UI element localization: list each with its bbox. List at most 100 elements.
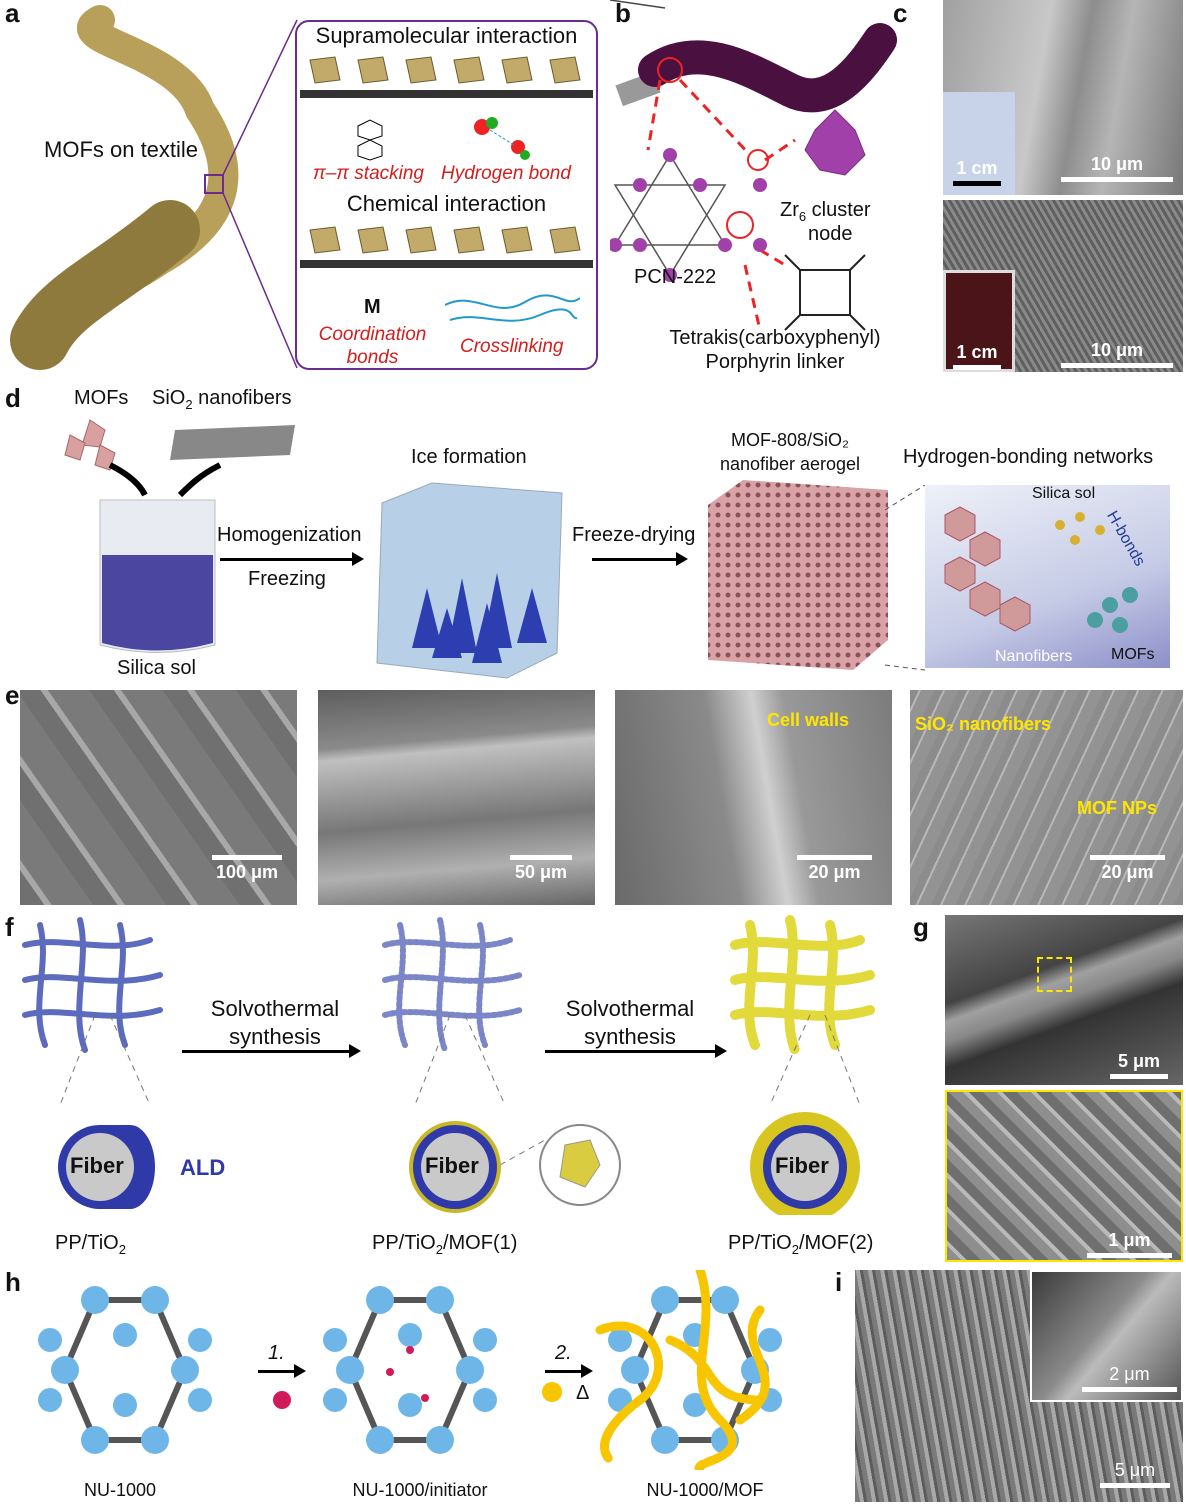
scale-100um-text: 100 μm — [215, 862, 279, 882]
sem-image-coated-fiber: 1 cm 10 μm — [943, 200, 1183, 372]
homogenization-label: Homogenization — [217, 524, 362, 546]
chemical-diagram — [300, 226, 593, 268]
scale-bar-20um-b: 20 μm — [1090, 855, 1165, 883]
pp-tio2-label: PP/TiO2 — [55, 1232, 126, 1257]
hydrogen-bond-label: Hydrogen bond — [441, 163, 571, 184]
scale-um-text-2: 10 μm — [1090, 340, 1144, 360]
fabric-photo-inset — [943, 92, 1015, 195]
beaker-illustration — [64, 419, 295, 653]
sem-aerogel-50um: 50 μm — [318, 690, 595, 905]
scale-5um-g-text: 5 μm — [1117, 1051, 1161, 1071]
scale-2um-text: 2 μm — [1109, 1364, 1150, 1384]
ice-formation-label: Ice formation — [411, 446, 527, 468]
pi-pi-stacking-label: π–π stacking — [313, 163, 425, 184]
pp-tio2-mof2-label: PP/TiO2/MOF(2) — [728, 1232, 873, 1257]
homogenization-arrow — [220, 552, 364, 566]
scale-5um-i-text: 5 μm — [1114, 1460, 1156, 1480]
sem-aerogel-100um: 100 μm — [20, 690, 297, 905]
solvo1-line1: Solvothermal — [210, 996, 340, 1021]
nu1000-initiator-label: NU-1000/initiator — [352, 1480, 488, 1500]
panel-h-label: h — [5, 1267, 21, 1297]
inset-mof-stack — [944, 506, 1031, 632]
node-label: node — [808, 223, 853, 245]
mofs-label: MOFs — [74, 387, 129, 409]
scale-um-text: 10 μm — [1090, 154, 1144, 174]
ald-label: ALD — [180, 1155, 226, 1180]
scale-bar-2um: 2 μm — [1082, 1364, 1177, 1392]
crosslinking-icon — [445, 294, 580, 322]
porphyrin-linker-label: Tetrakis(carboxyphenyl)Porphyrin linker — [660, 326, 890, 374]
cell-walls-label: Cell walls — [767, 710, 850, 730]
hbond-molecule-icon — [474, 117, 530, 160]
scale-bar-cm: 1 cm — [953, 158, 1001, 186]
sem-nu1000-rods: 2 μm 5 μm — [855, 1270, 1183, 1502]
scale-bar-20um-a: 20 μm — [797, 855, 872, 883]
sio2-nanofibers-annotation: SiO₂ nanofibers — [915, 714, 1052, 734]
solvo2-line1: Solvothermal — [565, 996, 695, 1021]
step2-arrow — [545, 1364, 593, 1378]
inset-silica-sol-label: Silica sol — [1032, 485, 1096, 502]
zr-text: Zr — [780, 199, 799, 221]
solvo1-line2: synthesis — [229, 1024, 321, 1049]
scale-bar-cm-2: 1 cm — [953, 342, 1001, 370]
mof1-suffix: /MOF(1) — [442, 1232, 518, 1254]
mofs-on-textile-label: MOFs on textile — [44, 137, 199, 162]
metal-center-label: M — [364, 296, 381, 318]
coated-fabric-photo-inset — [943, 270, 1015, 372]
freeze-drying-arrow — [592, 552, 688, 566]
zr6-cluster-label: Zr6 cluster — [780, 199, 871, 224]
solvothermal-label-1: Solvothermal synthesis — [190, 995, 360, 1051]
mof-textile-illustration — [10, 5, 298, 370]
pp-tio-sub: 2 — [118, 1242, 126, 1257]
nu1000-mof-label: NU-1000/MOF — [646, 1480, 764, 1500]
panel-b-label: b — [615, 0, 631, 28]
pcn222-fiber-illustration — [610, 0, 897, 331]
sio-subscript: 2 — [185, 397, 193, 412]
fiber-label-2: Fiber — [425, 1153, 479, 1178]
scale-bar-50um: 50 μm — [510, 855, 572, 883]
panel-c-label: c — [893, 0, 908, 28]
freeze-drying-label: Freeze-drying — [572, 524, 696, 546]
pcn222-label: PCN-222 — [634, 266, 717, 288]
mof1-tio-text: PP/TiO — [372, 1232, 436, 1254]
scale-50um-text: 50 μm — [514, 862, 568, 882]
panel-f-label: f — [5, 912, 14, 942]
scale-bar-1um-g: 1 μm — [1087, 1230, 1172, 1258]
supramolecular-diagram — [300, 56, 593, 98]
linker-line1: Tetrakis(carboxyphenyl) — [669, 327, 881, 349]
fiber-label-1: Fiber — [70, 1153, 124, 1178]
freezing-label: Freezing — [248, 568, 326, 590]
zoom-region-box — [1037, 957, 1072, 992]
hbond-network-inset: Silica sol H-bonds Nanofibers MOFs — [925, 485, 1170, 668]
scale-bar-5um-g: 5 μm — [1110, 1051, 1168, 1079]
panel-g-label: g — [913, 912, 929, 942]
synthesis-arrow-2 — [545, 1044, 727, 1058]
cluster-text: cluster — [806, 199, 871, 221]
step1-arrow — [258, 1364, 306, 1378]
sem-inset-high-mag: 2 μm — [1030, 1270, 1183, 1402]
hydrogen-bonding-networks-label: Hydrogen-bonding networks — [903, 446, 1154, 468]
pp-tio-text: PP/TiO — [55, 1232, 119, 1254]
linker-line2: Porphyrin linker — [705, 351, 845, 373]
heat-delta-label: Δ — [576, 1382, 590, 1404]
crosslinking-label: Crosslinking — [460, 336, 564, 357]
solvo2-line2: synthesis — [584, 1024, 676, 1049]
silica-sol-label: Silica sol — [117, 657, 196, 679]
pi-stacking-icon — [357, 119, 383, 161]
scale-20um-a-text: 20 μm — [808, 862, 861, 882]
mof2-suffix: /MOF(2) — [798, 1232, 874, 1254]
panel-d-label: d — [5, 383, 21, 413]
sem-aerogel-nanofibers: SiO₂ nanofibers MOF NPs 20 μm — [910, 690, 1183, 905]
panel-i-label: i — [835, 1267, 843, 1297]
mof2-tio-text: PP/TiO — [728, 1232, 792, 1254]
coordination-line2: bonds — [346, 347, 399, 368]
pp-tio2-mof1-label: PP/TiO2/MOF(1) — [372, 1232, 517, 1257]
inset-nanofibers-label: Nanofibers — [995, 648, 1073, 665]
ice-cube-illustration — [376, 482, 563, 679]
sem-image-pristine-fiber: 1 cm 10 μm — [943, 0, 1183, 195]
nu1000-frameworks — [0, 1270, 835, 1470]
scale-bar-5um-i: 5 μm — [1100, 1460, 1170, 1488]
nanofibers-text: nanofibers — [192, 387, 292, 409]
scale-cm-text: 1 cm — [956, 158, 998, 178]
